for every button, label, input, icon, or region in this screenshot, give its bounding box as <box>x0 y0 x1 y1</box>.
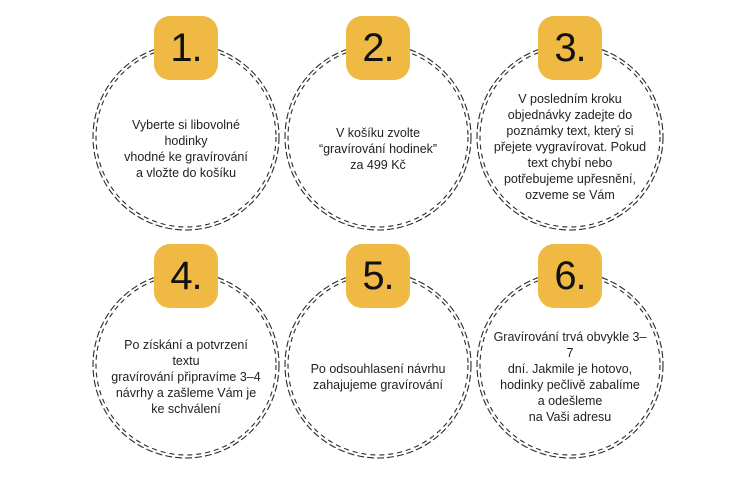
step-description-6: Gravírování trvá obvykle 3–7 dní. Jakmil… <box>493 330 647 424</box>
step-4: 4. Po získání a potvrzení textu gravírov… <box>91 244 281 460</box>
step-number-badge-2: 2. <box>346 16 410 80</box>
step-number-badge-1: 1. <box>154 16 218 80</box>
step-6: 6. Gravírování trvá obvykle 3–7 dní. Jak… <box>475 244 665 460</box>
step-description-5: Po odsouhlasení návrhu zahajujeme gravír… <box>310 362 446 392</box>
step-number-badge-6: 6. <box>538 244 602 308</box>
step-1: 1. Vyberte si libovolné hodinky vhodné k… <box>91 16 281 232</box>
step-description-2: V košíku zvolte “gravírování hodinek” za… <box>318 126 438 172</box>
step-description-1: Vyberte si libovolné hodinky vhodné ke g… <box>124 118 248 180</box>
step-number-badge-3: 3. <box>538 16 602 80</box>
step-description-4: Po získání a potvrzení textu gravírování… <box>111 338 261 416</box>
step-5: 5. Po odsouhlasení návrhu zahajujeme gra… <box>283 244 473 460</box>
step-2: 2. V košíku zvolte “gravírování hodinek”… <box>283 16 473 232</box>
step-description-3: V posledním kroku objednávky zadejte do … <box>493 92 647 202</box>
step-number-badge-5: 5. <box>346 244 410 308</box>
step-number-badge-4: 4. <box>154 244 218 308</box>
step-3: 3. V posledním kroku objednávky zadejte … <box>475 16 665 232</box>
